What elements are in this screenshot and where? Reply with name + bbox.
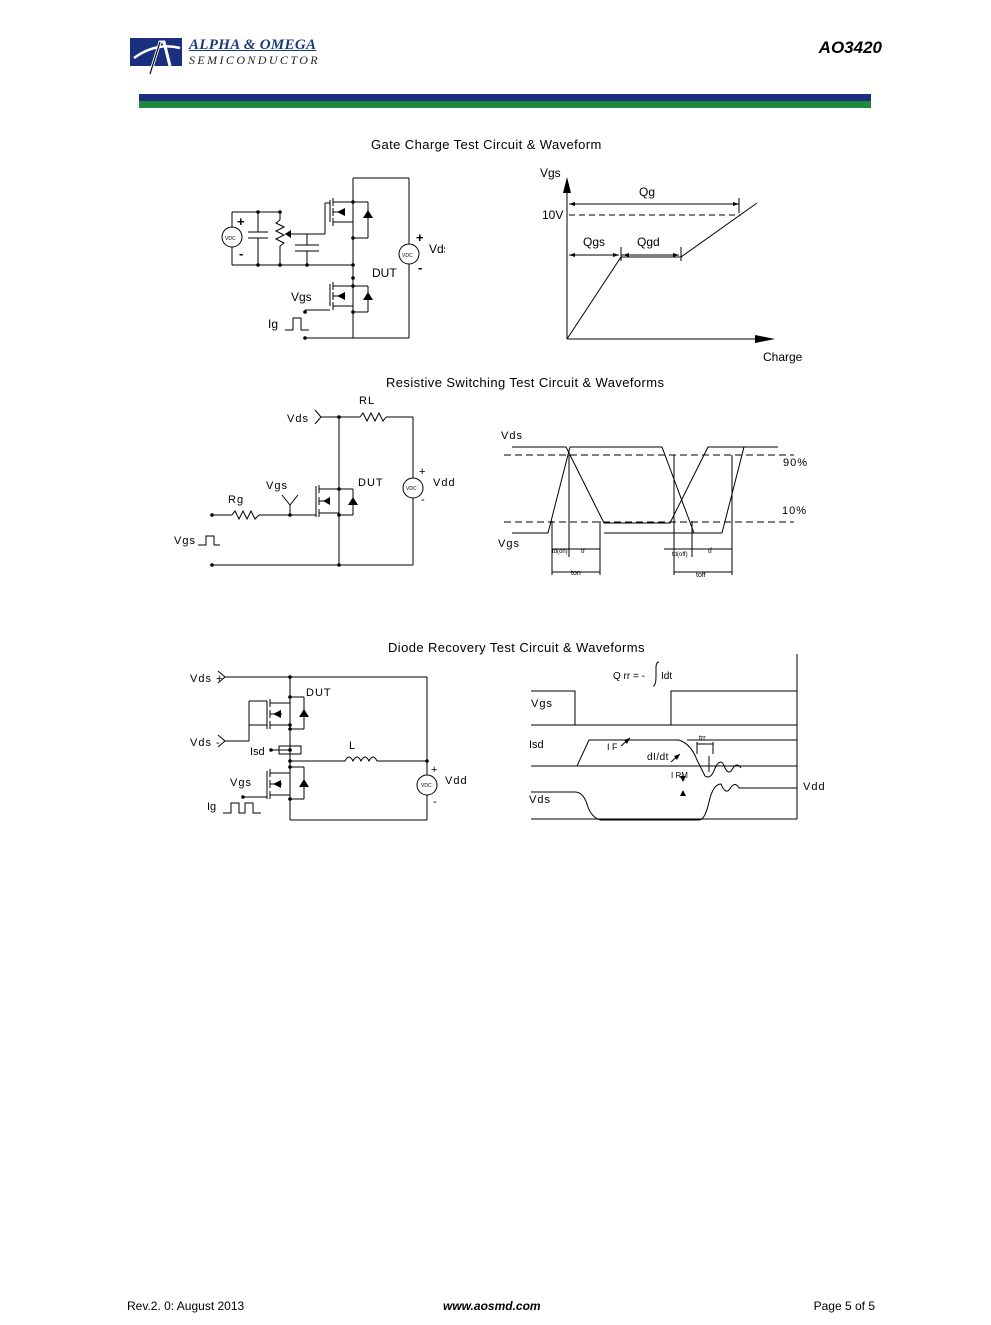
- vgs-input-label: Vgs: [174, 535, 196, 547]
- gate-charge-title: Gate Charge Test Circuit & Waveform: [371, 137, 602, 152]
- inductor-label: L: [349, 740, 355, 752]
- minus-sign: -: [421, 494, 425, 506]
- p90-label: 90%: [783, 457, 808, 469]
- if-label: I F: [607, 742, 618, 752]
- tr-label: tr: [581, 548, 586, 555]
- vgs-label: Vgs: [498, 538, 520, 550]
- resistive-switching-waveform: Vds Vgs 90% 10% td(on) tr td(off) tf ton…: [498, 430, 808, 579]
- vdc-label-2: VDC: [402, 253, 413, 259]
- plus-sign: +: [237, 214, 245, 229]
- header-bar-blue: [139, 94, 871, 101]
- vds-label: Vds: [501, 430, 523, 442]
- vds-plus-label: Vds +: [190, 673, 223, 685]
- diode-recovery-waveform: Q rr = - Idt Vgs Isd I F dI/dt trr I RM …: [529, 654, 826, 821]
- isd-label: Isd: [250, 746, 265, 758]
- level-label: 10V: [542, 208, 563, 222]
- vds-minus: -: [418, 260, 422, 275]
- company-name: ALPHA & OMEGA: [189, 37, 317, 53]
- vds-minus-label: Vds -: [190, 737, 221, 749]
- vdd-label: Vdd: [433, 477, 456, 489]
- td-off-label: td(off): [672, 552, 688, 558]
- header-bar-green: [139, 101, 871, 108]
- minus-sign: -: [433, 796, 437, 808]
- dut-label: DUT: [372, 266, 397, 280]
- vgs-axis-label: Vgs: [540, 166, 561, 180]
- didt-label: dI/dt: [647, 752, 669, 763]
- vdd-label: Vdd: [803, 781, 826, 793]
- minus-sign: -: [239, 246, 243, 261]
- gate-charge-circuit: VDC VDC + - + - Vds DUT Vgs Ig: [221, 177, 445, 340]
- vdc-label: VDC: [225, 236, 236, 242]
- ig-label: Ig: [268, 317, 278, 331]
- diode-recovery-title: Diode Recovery Test Circuit & Waveforms: [388, 640, 645, 655]
- trr-label: trr: [699, 735, 706, 742]
- resistive-switching-title: Resistive Switching Test Circuit & Wavef…: [386, 375, 665, 390]
- tf-label: tf: [708, 548, 712, 555]
- footer-revision: Rev.2. 0: August 2013: [127, 1299, 245, 1313]
- qgd-label: Qgd: [637, 235, 660, 249]
- qgs-label: Qgs: [583, 235, 605, 249]
- vdc-label: VDC: [421, 783, 432, 789]
- qrr-formula-rhs: Idt: [661, 671, 672, 682]
- footer-page-number: Page 5 of 5: [813, 1299, 875, 1313]
- plus-sign: +: [431, 764, 437, 776]
- gate-charge-waveform: Vgs Charge 10V Qg Qgs Qgd: [540, 166, 803, 364]
- vgs-label: Vgs: [230, 777, 252, 789]
- part-number: AO3420: [818, 38, 882, 57]
- vdd-label: Vdd: [445, 775, 468, 787]
- p10-label: 10%: [782, 505, 807, 517]
- vds-label: Vds: [287, 413, 309, 425]
- vds-label: Vds: [429, 242, 445, 256]
- ton-label: ton: [571, 570, 581, 577]
- resistive-switching-circuit: Vds RL Vgs DUT Rg VDC Vdd + - Vgs: [174, 395, 456, 567]
- toff-label: toff: [696, 572, 706, 579]
- vds-plus: +: [416, 230, 424, 245]
- dut-label: DUT: [306, 687, 332, 699]
- diode-recovery-circuit: Vds + DUT Vds - Isd L Vgs VDC Vdd + - Ig: [190, 670, 468, 821]
- company-logo: [130, 38, 182, 76]
- vgs-label: Vgs: [291, 290, 312, 304]
- dut-label: DUT: [358, 477, 384, 489]
- ig-label: Ig: [207, 801, 216, 813]
- vdc-label: VDC: [406, 486, 417, 492]
- company-subtitle: SEMICONDUCTOR: [189, 53, 320, 67]
- qrr-label: Q rr = -: [613, 671, 645, 682]
- vgs-label: Vgs: [266, 480, 288, 492]
- charge-axis-label: Charge: [763, 350, 803, 364]
- qg-label: Qg: [639, 185, 655, 199]
- vds-label: Vds: [529, 794, 551, 806]
- rg-label: Rg: [228, 494, 244, 506]
- rl-label: RL: [359, 395, 375, 407]
- plus-sign: +: [419, 466, 425, 478]
- vgs-label: Vgs: [531, 698, 553, 710]
- isd-label: Isd: [529, 739, 544, 751]
- td-on-label: td(on): [552, 549, 568, 555]
- irm-label: I RM: [671, 771, 688, 780]
- footer-website-link[interactable]: www.aosmd.com: [443, 1299, 541, 1313]
